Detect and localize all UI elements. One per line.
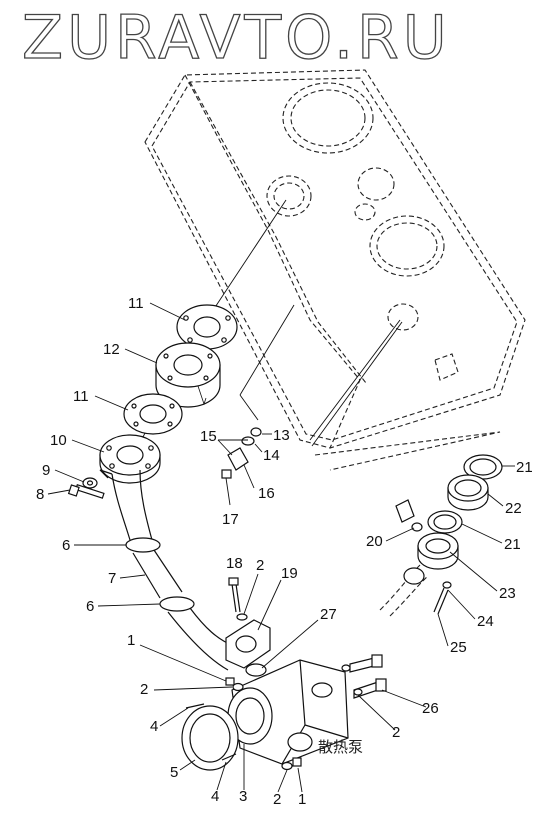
callout-11-top: 11: [128, 295, 144, 312]
callout-2-bottom: 2: [273, 791, 281, 808]
callout-7: 7: [108, 570, 116, 587]
o-ring-part-6-top: [125, 537, 161, 553]
callout-19: 19: [281, 565, 298, 582]
callout-5: 5: [170, 764, 178, 781]
callout-1-left: 1: [127, 632, 135, 649]
callout-27: 27: [320, 606, 337, 623]
elbow-part-20: [395, 499, 423, 532]
o-ring-part-6-bottom: [159, 596, 195, 612]
callout-14: 14: [263, 447, 280, 464]
leader-lines: [47, 302, 515, 793]
flange-part-23: [417, 532, 459, 570]
callout-13: 13: [273, 427, 290, 444]
callout-21-bottom: 21: [504, 536, 521, 553]
bolt-part-8: [67, 484, 105, 499]
return-assembly-right: [311, 321, 429, 617]
callout-24: 24: [477, 613, 494, 630]
callout-1-bottom: 1: [298, 791, 306, 808]
seal-part-14: [241, 436, 255, 446]
clamp-part-21-bottom: [427, 510, 463, 534]
callout-17: 17: [222, 511, 239, 528]
nut-part-1-left: [225, 677, 235, 686]
callout-12: 12: [103, 341, 120, 358]
callout-16: 16: [258, 485, 275, 502]
flange-part-11-top: [176, 304, 238, 350]
pump-caption: 散热泵: [318, 738, 363, 756]
callout-2-right: 2: [392, 724, 400, 741]
flange-part-11-bottom: [123, 393, 183, 435]
cooling-pump-body: [227, 659, 349, 765]
callout-15: 15: [200, 428, 217, 445]
spacer-part-12: [155, 342, 221, 408]
callout-26: 26: [422, 700, 439, 717]
hydraulic-tank: [144, 69, 526, 471]
stud-part-4-top: [185, 703, 205, 709]
watermark-text: ZURAVTO.RU: [22, 3, 451, 73]
callout-2-left: 2: [140, 681, 148, 698]
washer-part-2-left: [232, 682, 244, 692]
callout-8: 8: [36, 486, 44, 503]
callout-4-bottom: 4: [211, 788, 219, 805]
hose-part-7: [132, 549, 183, 599]
callout-18: 18: [226, 555, 243, 572]
callout-6-bottom: 6: [86, 598, 94, 615]
nut-part-17: [221, 469, 232, 479]
callout-23: 23: [499, 585, 516, 602]
callout-labels: 11 12 11 10 9 8 6 7 6 15 13 14 16 17 18 …: [36, 295, 533, 808]
callout-25: 25: [450, 639, 467, 656]
callout-2-upper: 2: [256, 557, 264, 574]
hose-end-part-16: [227, 447, 249, 471]
suction-pipe-elbow: [99, 469, 153, 541]
bolt-part-18: [228, 577, 241, 613]
callout-4-top: 4: [150, 718, 158, 735]
pipe-flange-part-10: [99, 434, 161, 484]
washer-part-2-bottom: [281, 761, 293, 771]
nut-part-1-bottom: [292, 757, 302, 767]
o-ring-part-27: [245, 663, 267, 677]
fitting-part-13: [250, 427, 262, 437]
callout-9: 9: [42, 462, 50, 479]
callout-10: 10: [50, 432, 67, 449]
callout-11-bottom: 11: [73, 388, 89, 405]
pump-flange-part-19: [225, 619, 271, 669]
washer-part-2-right: [353, 688, 363, 696]
stud-part-4-bottom: [221, 753, 237, 761]
washer-part-9: [82, 477, 98, 489]
callout-3: 3: [239, 788, 247, 805]
gasket-part-5: [181, 705, 239, 771]
washer-part-2-upper: [236, 613, 248, 621]
bolt-part-24-25: [433, 581, 452, 615]
washer-part-2-right-top: [341, 664, 351, 672]
ring-part-22: [447, 474, 489, 511]
callout-20: 20: [366, 533, 383, 550]
callout-6-top: 6: [62, 537, 70, 554]
callout-22: 22: [505, 500, 522, 517]
callout-21-top: 21: [516, 459, 533, 476]
